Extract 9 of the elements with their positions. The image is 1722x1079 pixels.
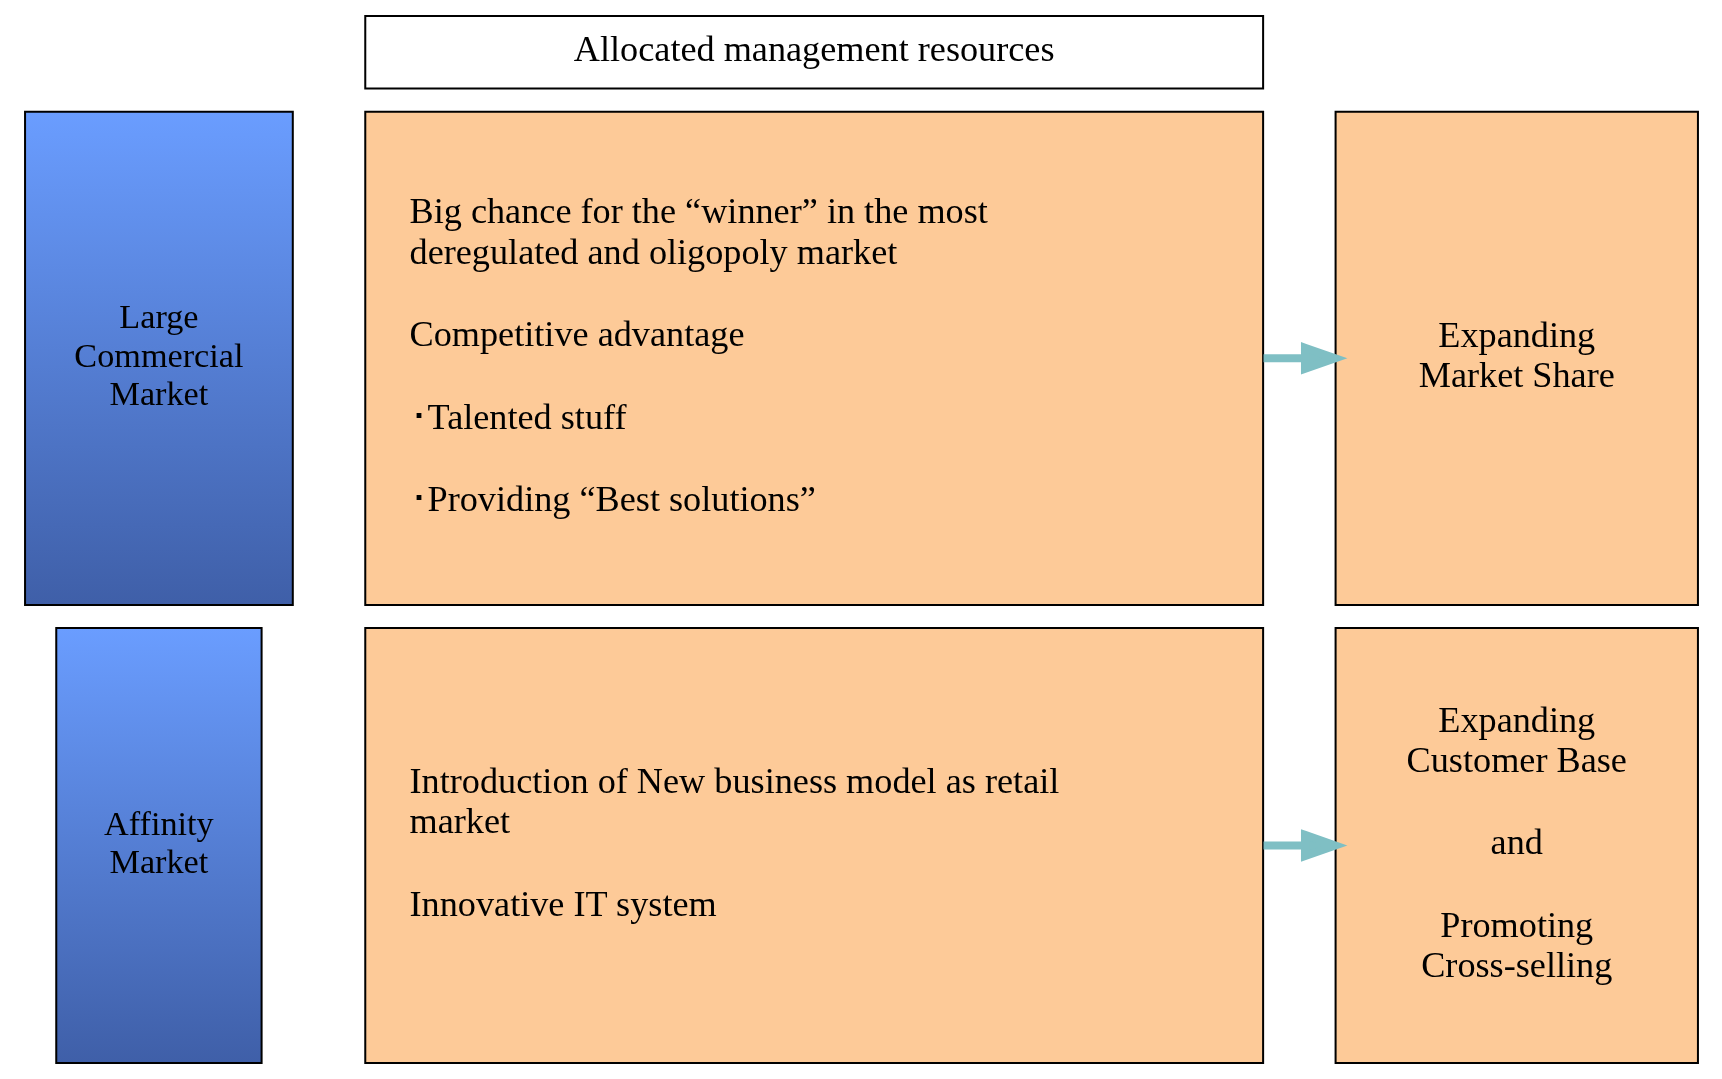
node-box: Introduction of New business model as retail market Innovative IT system	[363, 627, 1264, 1064]
arrow	[1263, 829, 1347, 862]
node-box: Affinity Market	[54, 627, 263, 1064]
node-box: Expanding Customer Base and Promoting Cross-selling	[1334, 627, 1699, 1064]
node-box: Expanding Market Share	[1334, 110, 1699, 606]
node-box: Large Commercial Market	[23, 110, 294, 606]
node-box: Allocated management resources	[363, 15, 1264, 90]
arrow	[1263, 342, 1347, 375]
node-box: Big chance for the “winner” in the most deregulated and oligopoly market Competitive advantage ･Talented stuff ･Providing “Best solutions”	[363, 110, 1264, 606]
